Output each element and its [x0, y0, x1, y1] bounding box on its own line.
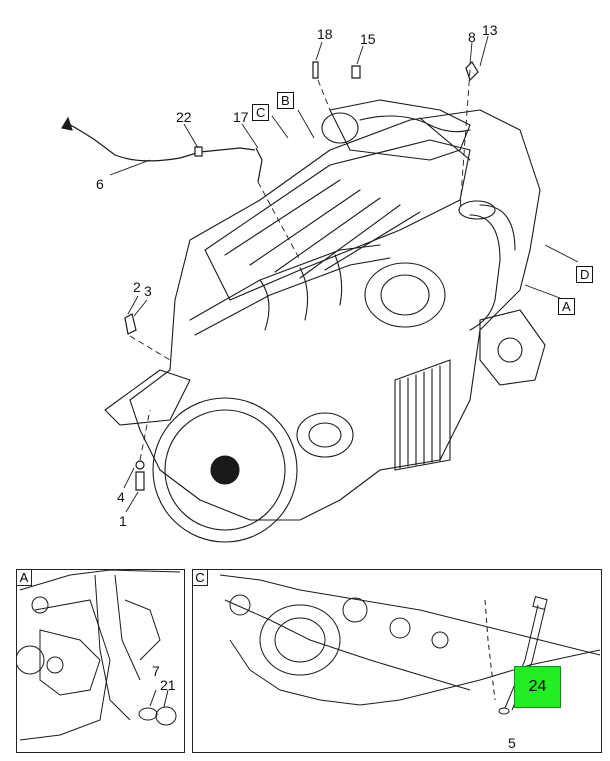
intake-manifold — [189, 244, 391, 336]
callout-18: 18 — [317, 26, 333, 42]
callout-1: 1 — [119, 513, 127, 529]
view-label-d: D — [576, 266, 594, 283]
callout-6: 6 — [96, 176, 104, 192]
view-label-c: C — [252, 104, 270, 121]
sensor-harness-6 — [64, 121, 256, 162]
callout-8: 8 — [468, 29, 476, 45]
callout-5: 5 — [508, 735, 516, 751]
view-label-b: B — [277, 92, 294, 109]
callout-3: 3 — [144, 283, 152, 299]
engine-block-outline — [129, 109, 541, 521]
plug-1-4 — [135, 471, 145, 491]
flywheel — [152, 397, 298, 543]
callout-13: 13 — [482, 22, 498, 38]
callout-7: 7 — [152, 663, 160, 679]
callout-15: 15 — [360, 31, 376, 47]
callout-2: 2 — [133, 279, 141, 295]
detail-tag-c: C — [193, 570, 208, 586]
view-label-a: A — [558, 298, 575, 315]
sensor-15 — [351, 65, 361, 79]
detail-panel-a: A — [16, 569, 185, 753]
radiator-grid — [394, 359, 451, 471]
highlighted-part-24[interactable]: 24 — [514, 666, 561, 708]
turbocharger — [364, 262, 446, 328]
detail-panel-c: C — [192, 569, 602, 753]
valve-cover — [204, 139, 471, 301]
callout-17: 17 — [233, 109, 249, 125]
sensor-18 — [312, 61, 319, 79]
sensor-8 — [465, 61, 479, 82]
callout-22: 22 — [176, 109, 192, 125]
sensor-2-3 — [124, 313, 137, 335]
callout-21: 21 — [160, 677, 176, 693]
callout-4: 4 — [117, 489, 125, 505]
detail-tag-a: A — [17, 570, 32, 586]
